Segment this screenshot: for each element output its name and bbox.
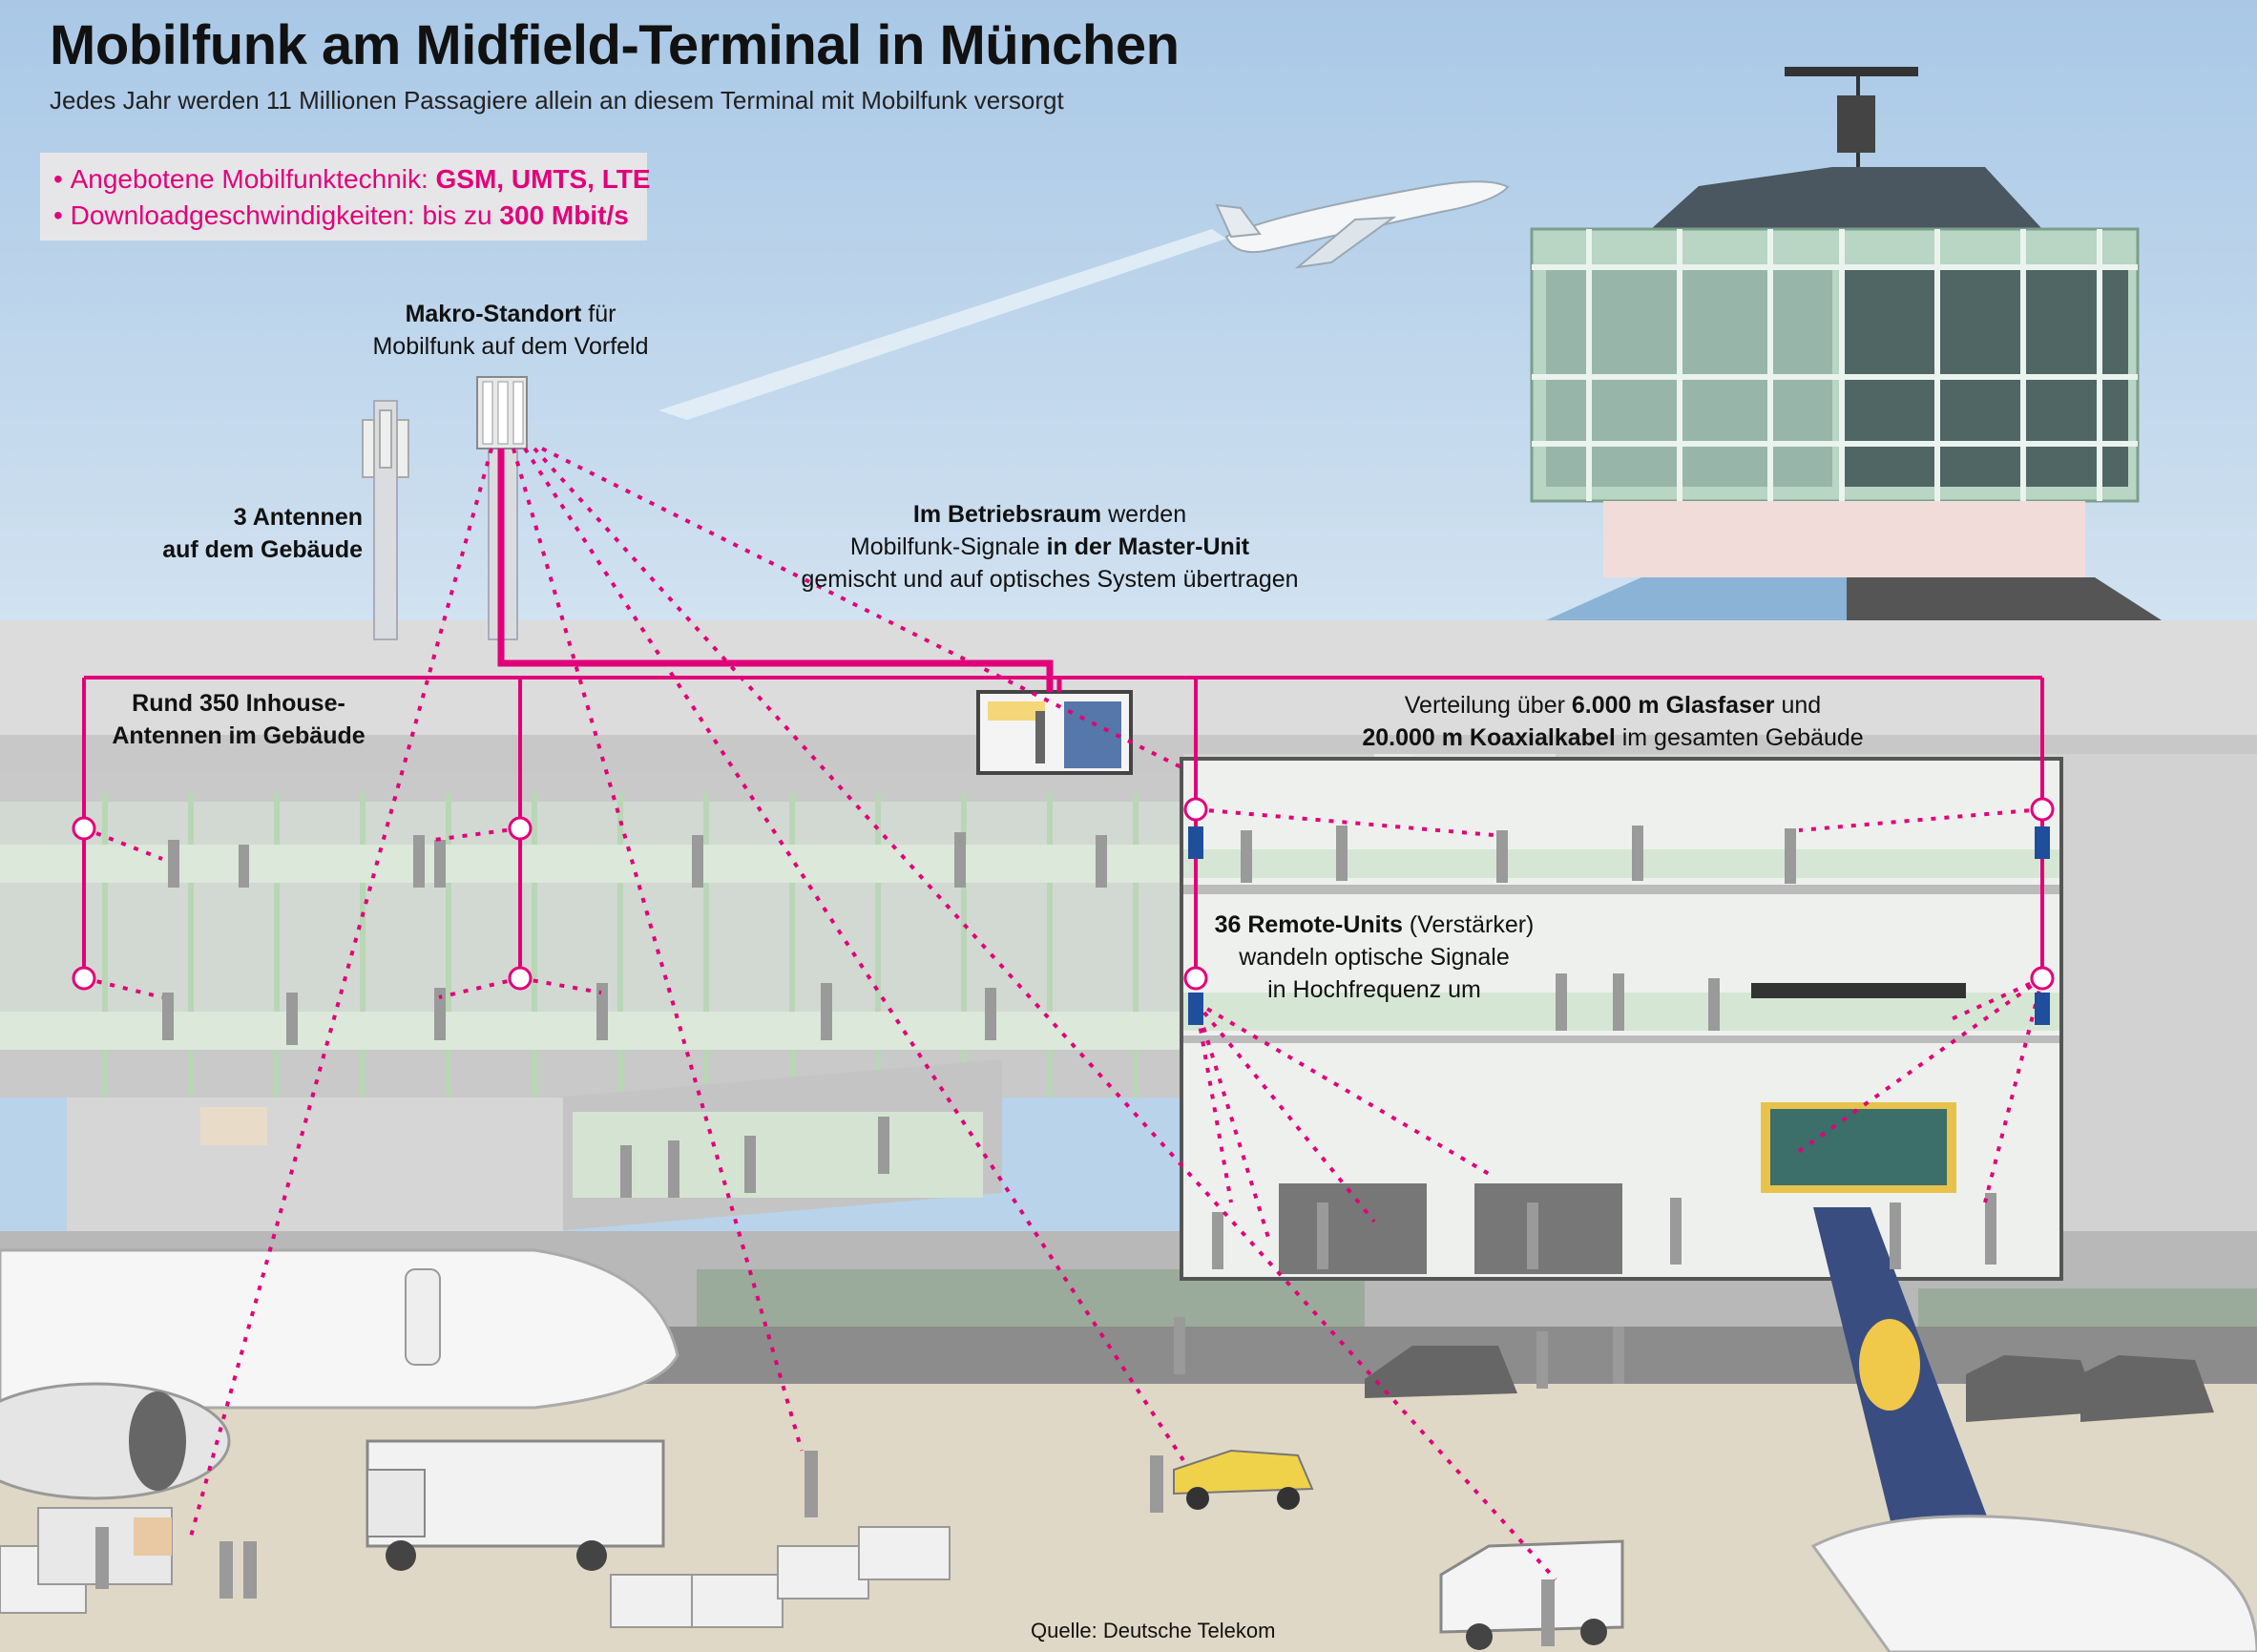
label-verteilung: Verteilung über 6.000 m Glasfaser und 20… xyxy=(1362,692,1864,751)
lower-floor xyxy=(0,1012,1183,1050)
inhouse-antenna-icons xyxy=(72,797,2055,991)
remote-unit-icons xyxy=(1188,826,2050,1025)
label-betriebsraum: Im Betriebsraum werden Mobilfunk-Signale… xyxy=(801,501,1299,593)
aircraft-right-icon xyxy=(1810,1207,2257,1652)
label-inhouse-antennen: Rund 350 Inhouse- Antennen im Gebäude xyxy=(112,690,366,749)
follow-me-car-icon xyxy=(1173,1449,1314,1510)
catering-truck-icon xyxy=(366,1439,665,1571)
label-makro-standort: Makro-Standort für Mobilfunk auf dem Vor… xyxy=(372,301,649,360)
baggage-carts-icon xyxy=(0,1526,951,1628)
label-antennen: 3 Antennen auf dem Gebäude xyxy=(162,504,363,563)
rooftop-mast-left-icon xyxy=(362,400,409,640)
radio-links xyxy=(83,447,2044,1581)
page-subtitle: Jedes Jahr werden 11 Millionen Passagier… xyxy=(50,86,1064,115)
fact-item-technology: • Angebotene Mobilfunktechnik: GSM, UMTS… xyxy=(53,164,651,194)
label-remote-units: 36 Remote-Units (Verstärker) wandeln opt… xyxy=(1214,911,1535,1003)
contrail xyxy=(658,229,1226,420)
airplane-sky-icon xyxy=(1215,180,1510,269)
fact-item-speed: • Downloadgeschwindigkeiten: bis zu 300 … xyxy=(53,200,629,230)
fact-box: • Angebotene Mobilfunktechnik: GSM, UMTS… xyxy=(40,153,651,240)
page-title: Mobilfunk am Midfield-Terminal in Münche… xyxy=(50,14,1180,76)
dark-cars-icon xyxy=(1365,1346,2214,1422)
passenger-silhouettes xyxy=(95,826,1996,1646)
master-unit-room-icon xyxy=(976,690,1133,775)
aircraft-left-icon xyxy=(0,1248,679,1500)
van-icon xyxy=(1439,1539,1624,1650)
control-tower-icon xyxy=(1530,67,2162,620)
source-note: Quelle: Deutsche Telekom xyxy=(1031,1619,1276,1642)
upper-floor xyxy=(0,845,1183,883)
